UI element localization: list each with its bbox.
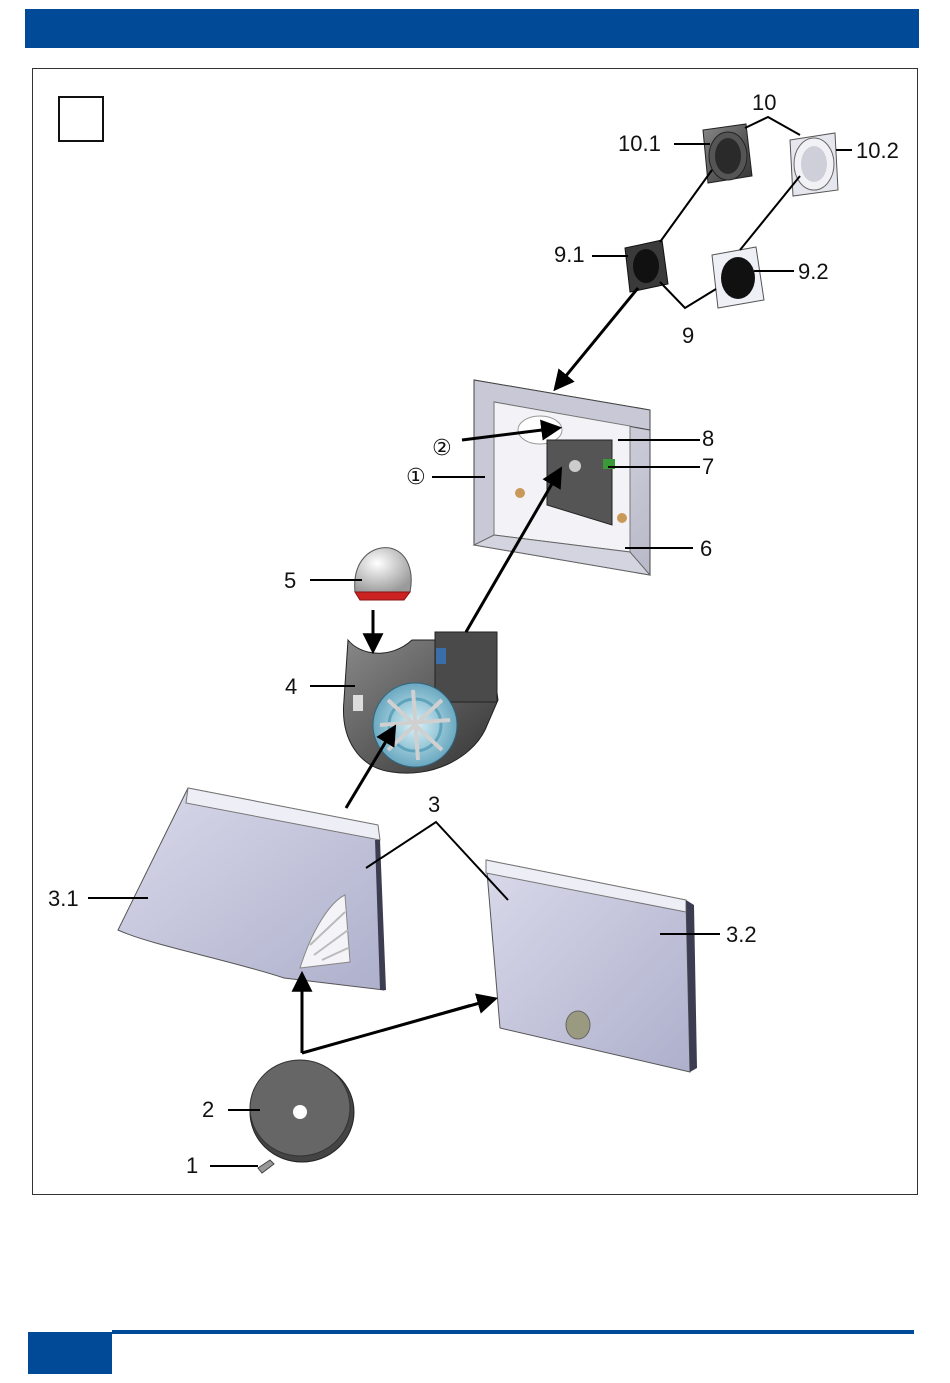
footer-page-block [28,1332,112,1374]
label-3-2: 3.2 [726,922,757,947]
label-9-1: 9.1 [554,242,585,267]
screw-1 [258,1160,274,1173]
pipe-connector-10-1 [703,124,752,183]
housing-box-6 [474,380,650,575]
label-3-1: 3.1 [48,886,79,911]
label-4: 4 [285,674,297,699]
cover-3-2 [486,860,697,1072]
dome-cap-5 [355,548,411,600]
pipe-connector-10-2 [790,133,838,196]
fan-unit-4 [343,632,498,773]
label-10-1: 10.1 [618,131,661,156]
gasket-9-2 [712,247,764,308]
label-3: 3 [428,792,440,817]
cover-3-1 [118,788,386,990]
footer-line [112,1330,914,1334]
label-circled-2: ② [432,436,452,461]
label-9: 9 [682,323,694,348]
label-5: 5 [284,568,296,593]
label-circled-1: ① [406,465,426,490]
label-10: 10 [752,90,776,115]
label-9-2: 9.2 [798,259,829,284]
label-10-2: 10.2 [856,138,899,163]
label-1: 1 [186,1153,198,1178]
label-2: 2 [202,1097,214,1122]
label-7: 7 [702,454,714,479]
cover-disc-2 [250,1060,354,1162]
label-8: 8 [702,426,714,451]
label-6: 6 [700,536,712,561]
